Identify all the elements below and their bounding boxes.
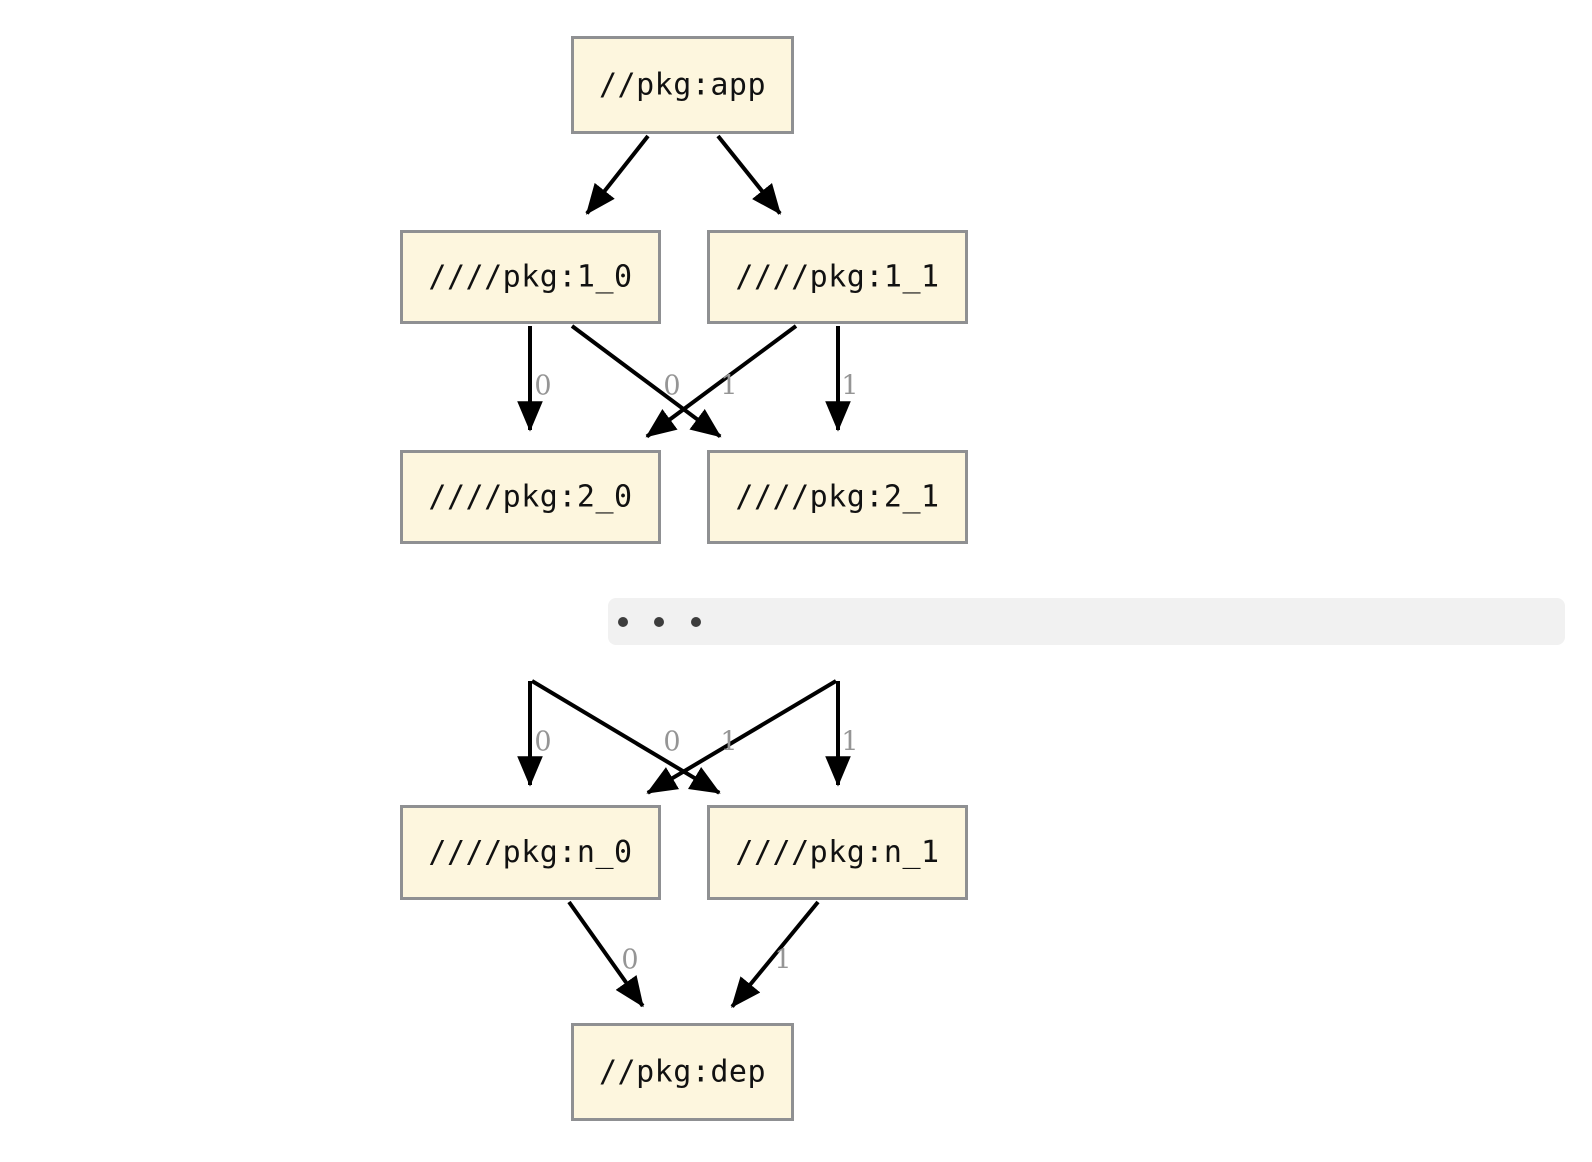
node-label: ////pkg:n_1 [735,835,939,870]
node-label: ////pkg:n_0 [428,835,632,870]
graph-node-l2_0[interactable]: ////pkg:2_0 [400,450,661,544]
edge-labels-layer: 0 0 1 1 0 0 1 1 0 1 [534,371,858,976]
edge-label: 0 [663,727,680,758]
ellipsis-band [608,598,1565,645]
graph-edge [567,900,645,1008]
node-label: //pkg:app [599,68,766,103]
ellipsis-dot [691,617,701,627]
nodes-layer: //pkg:app ////pkg:1_0 ////pkg:1_1 ////pkg:2… [400,36,968,1121]
edge-label: 1 [774,945,791,976]
graph-node-app[interactable]: //pkg:app [571,36,794,134]
graph-node-l1_0[interactable]: ////pkg:1_0 [400,230,661,324]
graph-edge [730,900,820,1008]
node-label: ////pkg:2_1 [735,480,939,515]
edge-label: 1 [720,727,737,758]
node-box[interactable] [400,805,661,900]
graph-node-ln_0[interactable]: ////pkg:n_0 [400,805,661,900]
graph-edge [530,679,721,795]
node-label: //pkg:dep [599,1055,766,1090]
graph-edge [645,324,798,439]
node-label: ////pkg:2_0 [428,480,632,515]
graph-edge [646,679,838,795]
node-box[interactable] [571,36,794,134]
graph-edge [716,134,782,215]
edge-label: 0 [534,727,551,758]
node-label: ////pkg:1_1 [735,260,939,295]
edge-label: 1 [841,371,858,402]
graph-node-dep[interactable]: //pkg:dep [571,1023,794,1121]
node-box[interactable] [571,1023,794,1121]
node-box[interactable] [707,450,968,544]
graph-node-ln_1[interactable]: ////pkg:n_1 [707,805,968,900]
edge-label: 0 [534,371,551,402]
graph-edge [585,134,650,215]
node-box[interactable] [400,450,661,544]
node-box[interactable] [707,230,968,324]
graph-edge [570,324,722,439]
edge-label: 0 [663,371,680,402]
ellipsis-dot [654,617,664,627]
node-label: ////pkg:1_0 [428,260,632,295]
edge-label: 1 [841,727,858,758]
edges-layer [517,134,851,1008]
ellipsis-separator [608,598,1565,645]
graph-node-l2_1[interactable]: ////pkg:2_1 [707,450,968,544]
edge-label: 0 [621,945,638,976]
edge-label: 1 [720,371,737,402]
ellipsis-dot [618,617,628,627]
node-box[interactable] [707,805,968,900]
node-box[interactable] [400,230,661,324]
graph-node-l1_1[interactable]: ////pkg:1_1 [707,230,968,324]
